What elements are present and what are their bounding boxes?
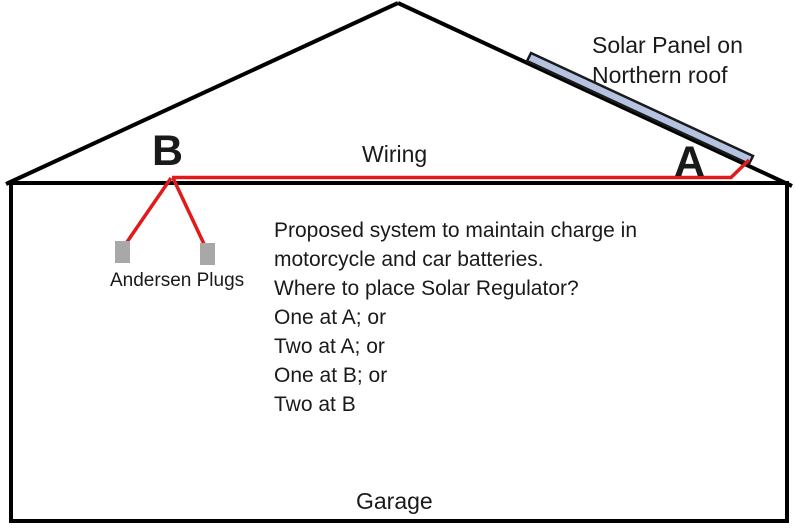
andersen-plug-right (200, 243, 215, 265)
roof-left-line (5, 1, 399, 186)
solar-panel-label: Solar Panel on Northern roof (592, 32, 743, 88)
note-line: Proposed system to maintain charge in (274, 219, 638, 242)
proposal-note: Proposed system to maintain charge in mo… (274, 216, 637, 419)
solar-panel (525, 51, 755, 166)
note-line: Where to place Solar Regulator? (274, 277, 579, 300)
point-a-label: A (674, 138, 706, 186)
note-line: motorcycle and car batteries. (274, 248, 544, 271)
roof-right-line (397, 1, 793, 188)
point-b-label: B (152, 127, 184, 175)
wire-branch-right (171, 177, 206, 245)
note-line: One at A; or (274, 306, 387, 329)
andersen-plug-left (115, 241, 130, 263)
wiring-label: Wiring (362, 141, 428, 167)
note-line: Two at A; or (274, 335, 385, 358)
andersen-plugs-label: Andersen Plugs (110, 270, 245, 291)
wire-main (172, 158, 751, 180)
garage-label: Garage (356, 488, 433, 514)
garage-body-outline (9, 181, 789, 523)
note-line: One at B; or (274, 364, 388, 387)
note-line: Two at B (274, 393, 356, 416)
wire-branch-left (125, 177, 173, 243)
